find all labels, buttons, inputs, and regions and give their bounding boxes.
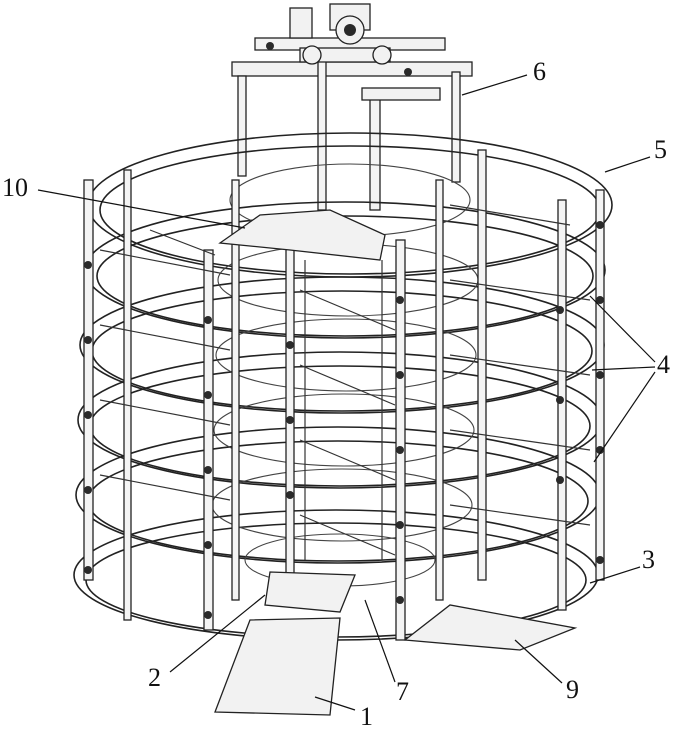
ring-layer-3-inner	[92, 291, 592, 411]
bolt	[204, 541, 212, 549]
label-9: 9	[566, 675, 579, 704]
bolt	[84, 486, 92, 494]
leader-10	[38, 190, 245, 228]
frame-leg-front	[370, 90, 380, 210]
post-outer-left	[84, 180, 93, 580]
post-back-right	[478, 150, 486, 580]
pulley-left	[303, 46, 321, 64]
outer-rings	[74, 133, 612, 640]
label-7: 7	[396, 677, 409, 706]
ring-layer-4-inner	[90, 366, 590, 486]
post-outer-left-2	[124, 170, 131, 620]
bolt	[286, 341, 294, 349]
label-4: 4	[657, 350, 670, 379]
label-5: 5	[654, 135, 667, 164]
frame-leg-left	[238, 76, 246, 176]
bolt	[396, 371, 404, 379]
ring-layer-5-inner	[88, 441, 588, 561]
bolt	[396, 596, 404, 604]
bolt	[204, 466, 212, 474]
rod	[450, 430, 590, 450]
bolt	[204, 316, 212, 324]
crossbar-bolt	[404, 68, 412, 76]
leader-9	[515, 640, 562, 683]
bolt	[204, 391, 212, 399]
inlet-chute	[265, 572, 355, 612]
bolt	[596, 556, 604, 564]
bolt	[596, 371, 604, 379]
rod	[300, 290, 395, 330]
leader-6	[462, 75, 527, 95]
post-inner-center-left	[286, 230, 294, 580]
rod	[300, 365, 395, 405]
leader-5	[605, 157, 650, 172]
bolt	[84, 411, 92, 419]
bolt	[596, 221, 604, 229]
bolt	[556, 396, 564, 404]
inner-ring	[212, 469, 472, 541]
pulley-right	[373, 46, 391, 64]
bolt	[286, 416, 294, 424]
bolt	[84, 566, 92, 574]
label-3: 3	[642, 545, 655, 574]
rod	[450, 505, 590, 525]
post-inner-right	[436, 180, 443, 600]
bolt	[286, 491, 294, 499]
central-shaft	[318, 60, 326, 210]
bolt	[556, 476, 564, 484]
top-drive-frame	[232, 4, 472, 210]
rod	[450, 205, 570, 225]
motor-mount	[290, 8, 312, 38]
crossbar-bolt	[266, 42, 274, 50]
bolt	[84, 261, 92, 269]
bolt	[396, 296, 404, 304]
frame-leg-right	[452, 72, 460, 182]
label-10: 10	[2, 173, 28, 202]
label-1: 1	[360, 702, 373, 731]
rod	[450, 280, 590, 300]
post-front-left	[204, 250, 213, 630]
gear-hub	[344, 24, 356, 36]
label-2: 2	[148, 663, 161, 692]
outlet-plate	[405, 605, 575, 650]
bolt	[396, 446, 404, 454]
post-outer-right	[596, 190, 604, 580]
bolt	[204, 611, 212, 619]
bolt	[396, 521, 404, 529]
post-outer-right-2	[558, 200, 566, 610]
rod	[300, 440, 395, 480]
top-crossbar-left	[232, 62, 472, 76]
lower-crossbar	[362, 88, 440, 100]
leader-7	[365, 600, 395, 682]
bolt	[84, 336, 92, 344]
bolts	[84, 221, 604, 619]
bolt	[556, 306, 564, 314]
label-6: 6	[533, 57, 546, 86]
